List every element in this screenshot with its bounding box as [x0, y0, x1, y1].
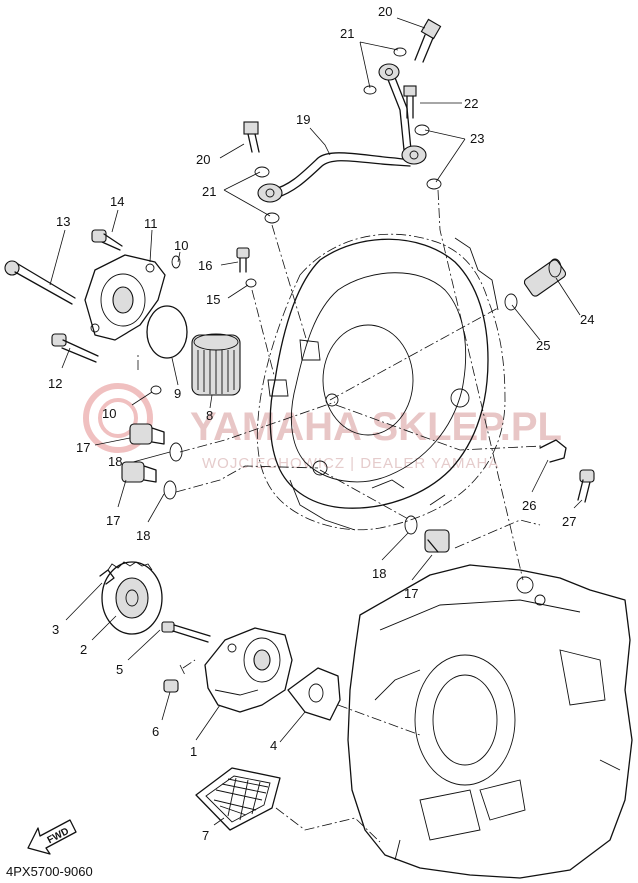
leader-lines — [49, 17, 583, 826]
callout-13: 13 — [56, 214, 70, 229]
callout-19: 19 — [296, 112, 310, 127]
callout-27: 27 — [562, 514, 576, 529]
callout-8: 8 — [206, 408, 213, 423]
callout-7: 7 — [202, 828, 209, 843]
callout-1: 1 — [190, 744, 197, 759]
oil-filter-assembly — [4, 229, 257, 396]
callout-6: 6 — [152, 724, 159, 739]
watermark-logo — [83, 383, 153, 453]
right-side-parts — [504, 258, 595, 503]
callout-17: 17 — [404, 586, 418, 601]
callout-4: 4 — [270, 738, 277, 753]
guide-lines — [137, 189, 543, 843]
callout-23: 23 — [470, 131, 484, 146]
callout-20: 20 — [378, 4, 392, 19]
callout-14: 14 — [110, 194, 124, 209]
callout-20: 20 — [196, 152, 210, 167]
callout-25: 25 — [536, 338, 550, 353]
callout-21: 21 — [202, 184, 216, 199]
crankcase — [347, 564, 633, 879]
crankcase-cover — [257, 233, 506, 531]
diagram-code: 4PX5700-9060 — [6, 864, 93, 879]
callout-11: 11 — [144, 216, 158, 231]
callout-17: 17 — [106, 513, 120, 528]
callout-16: 16 — [198, 258, 212, 273]
fwd-label: FWD — [46, 826, 71, 846]
drain-plugs — [121, 423, 450, 553]
watermark-brand: YAMAHA SKLEP.PL — [190, 405, 562, 449]
callout-2: 2 — [80, 642, 87, 657]
callout-10: 10 — [102, 406, 116, 421]
callout-15: 15 — [206, 292, 220, 307]
callout-9: 9 — [174, 386, 181, 401]
callout-18: 18 — [136, 528, 150, 543]
callout-12: 12 — [48, 376, 62, 391]
callout-22: 22 — [464, 96, 478, 111]
callout-18: 18 — [108, 454, 122, 469]
watermark-subline: WOJCIECHOWICZ | DEALER YAMAHA — [202, 455, 499, 472]
callout-17: 17 — [76, 440, 90, 455]
callout-18: 18 — [372, 566, 386, 581]
watermark: YAMAHA SKLEP.PL WOJCIECHOWICZ | DEALER Y… — [83, 383, 562, 472]
callout-5: 5 — [116, 662, 123, 677]
oil-pipe-assembly — [243, 18, 442, 224]
callout-26: 26 — [522, 498, 536, 513]
fwd-arrow: FWD — [27, 819, 77, 855]
callout-10: 10 — [174, 238, 188, 253]
callout-3: 3 — [52, 622, 59, 637]
callout-24: 24 — [580, 312, 594, 327]
callout-numbers: 20 21 22 19 23 20 21 14 13 11 10 16 15 2… — [48, 4, 594, 843]
oil-pump-assembly — [99, 561, 341, 831]
callout-21: 21 — [340, 26, 354, 41]
